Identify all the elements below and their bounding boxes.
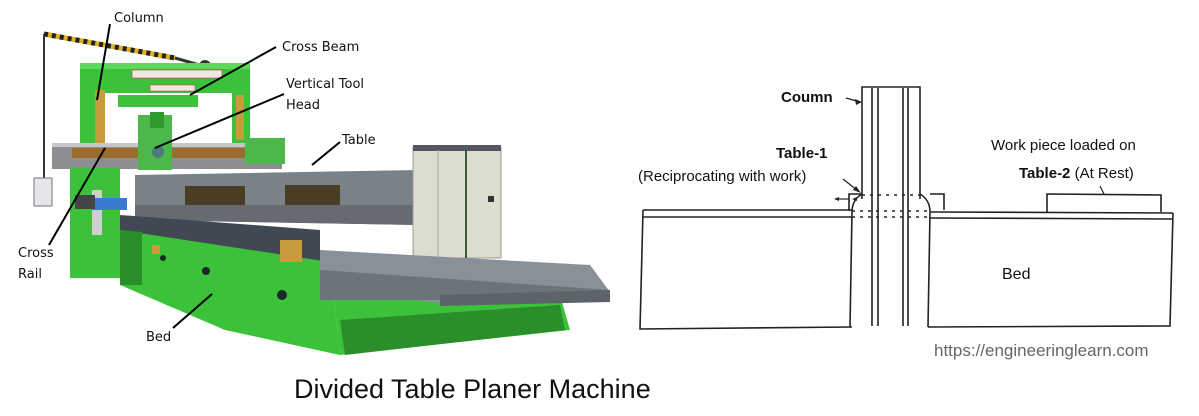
label-cross-beam: Cross Beam [282, 40, 360, 55]
table-leader [311, 141, 341, 166]
label-table: Table [342, 133, 376, 148]
label-table-2-note: (At Rest) [1074, 165, 1134, 182]
label-bed: Bed [146, 330, 172, 345]
machine-photo: Column Cross Beam Vertical Tool Head Tab… [0, 0, 620, 370]
bed-leader [172, 293, 213, 329]
label-table-2-group: Table-2 (At Rest) [1019, 165, 1134, 183]
label-cross-rail-2: Rail [18, 267, 42, 282]
divided-table-line-drawing [639, 86, 1174, 330]
planer-machine-illustration [33, 23, 610, 355]
source-url: https://engineeringlearn.com [934, 341, 1149, 360]
cross-beam-leader [189, 46, 277, 96]
label-vertical-tool-head-1: Vertical Tool [286, 77, 365, 92]
cross-rail-leader [48, 147, 106, 246]
label-coumn: Coumn [781, 89, 833, 106]
figure-caption: Divided Table Planer Machine [294, 374, 651, 404]
label-cross-rail-1: Cross [18, 246, 54, 261]
label-table-1-note: (Reciprocating with work) [638, 168, 807, 185]
label-table-2: Table-2 [1019, 165, 1071, 182]
label-workpiece-note: Work piece loaded on [991, 137, 1136, 154]
label-column: Column [114, 11, 164, 26]
column-leader [96, 23, 111, 101]
label-diagram-bed: Bed [1002, 266, 1031, 283]
label-vertical-tool-head-2: Head [286, 98, 320, 113]
label-table-1: Table-1 [776, 145, 828, 162]
planer-diagram: Coumn Table-1 (Reciprocating with work) … [638, 86, 1174, 330]
tool-head-leader [154, 93, 285, 149]
